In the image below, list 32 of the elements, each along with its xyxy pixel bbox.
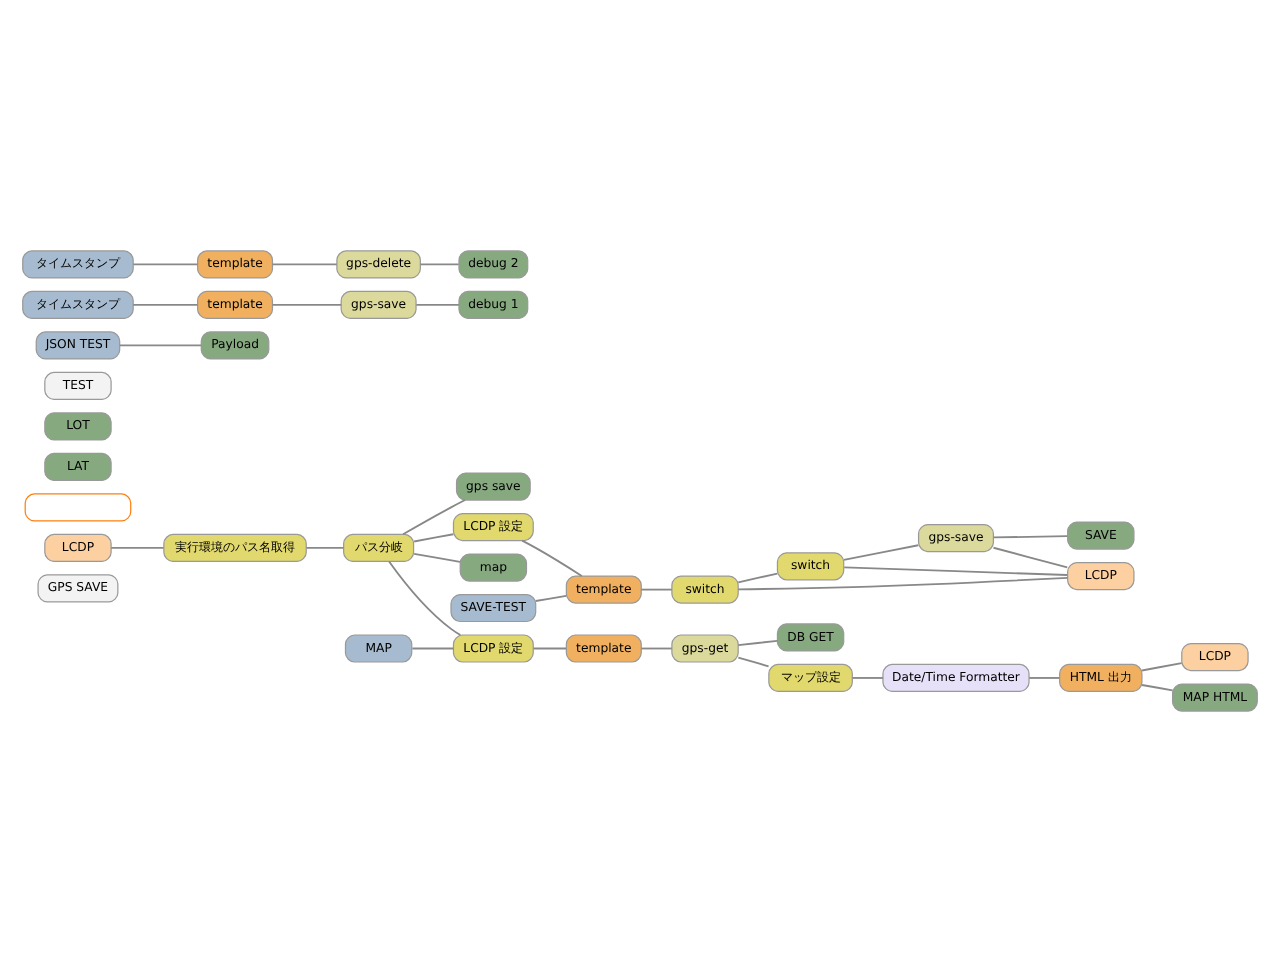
connector	[992, 545, 1069, 568]
connector	[737, 655, 770, 667]
connector	[1141, 683, 1174, 691]
connector	[1028, 676, 1061, 678]
connector	[419, 262, 460, 265]
connector	[388, 559, 462, 635]
connector	[640, 646, 673, 649]
connector	[132, 302, 199, 305]
connector	[402, 498, 466, 535]
connector	[992, 534, 1069, 538]
connector	[413, 532, 455, 542]
connector	[132, 262, 199, 265]
connector	[413, 551, 461, 562]
connector	[532, 646, 568, 649]
connector	[118, 343, 203, 346]
connector	[640, 587, 673, 590]
connector	[411, 646, 455, 649]
connector	[415, 302, 460, 305]
connector	[271, 262, 338, 265]
connector	[110, 545, 165, 548]
connector	[842, 543, 920, 560]
node-box	[24, 492, 132, 521]
connector	[305, 545, 345, 548]
connector	[521, 538, 583, 576]
connector	[737, 575, 1069, 590]
connector	[1141, 661, 1183, 671]
connector	[737, 639, 779, 645]
connector	[737, 571, 779, 583]
connector	[843, 565, 1069, 575]
connector	[271, 302, 343, 305]
connector	[851, 676, 884, 678]
connector	[534, 593, 568, 601]
